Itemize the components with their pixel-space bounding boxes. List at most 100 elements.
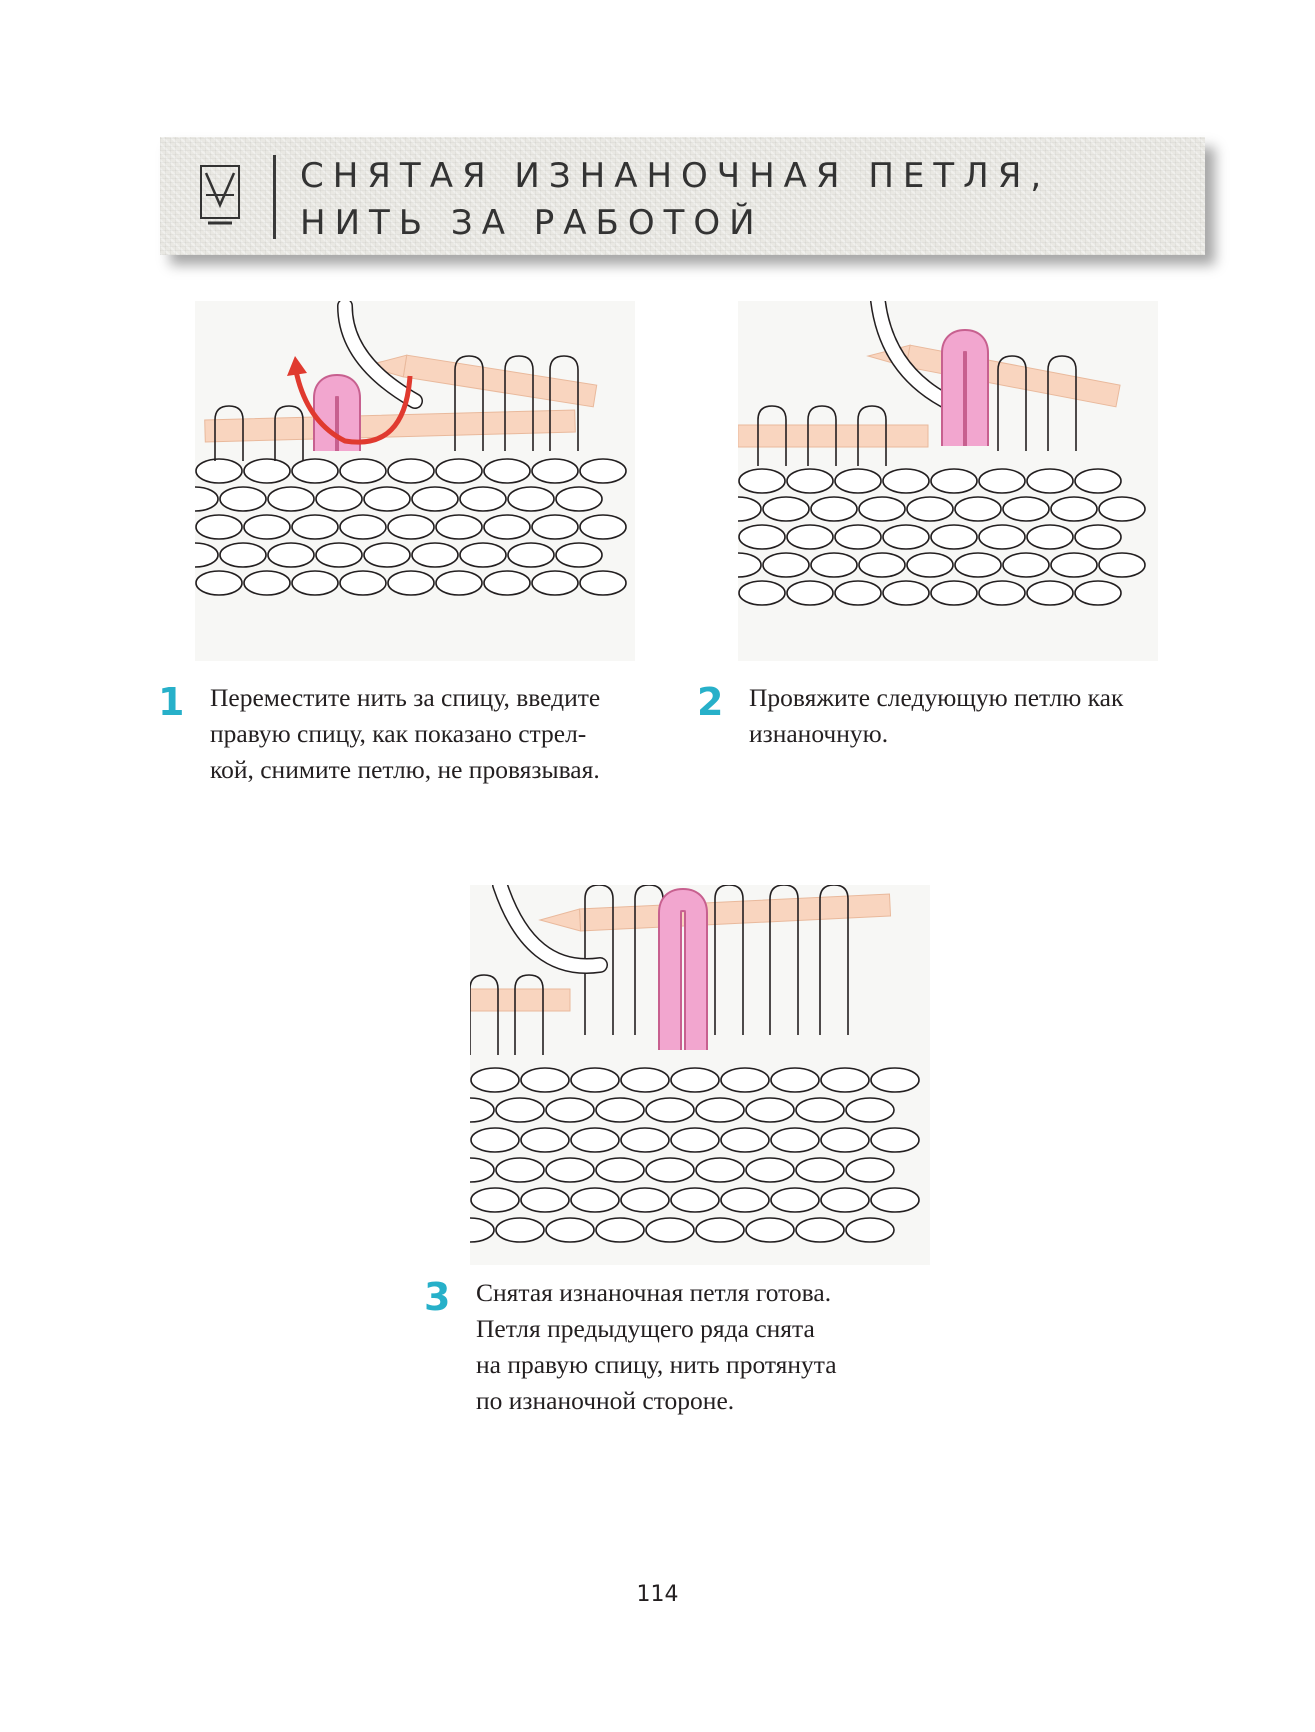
step-3-caption: 3 Снятая изнаночная петля готова. Петля … (424, 1275, 944, 1425)
purl-bump (906, 552, 954, 578)
step-line: Снятая изнаночная петля готова. (476, 1278, 832, 1307)
purl-bump (495, 1157, 545, 1183)
stitch-loop (584, 885, 614, 1035)
purl-bump (411, 486, 459, 512)
purl-bump (845, 1157, 895, 1183)
purl-bump (545, 1217, 595, 1243)
knitting-needle (738, 424, 929, 448)
step-2-caption: 2 Провяжите следующую петлю как изнаночн… (697, 680, 1197, 760)
purl-bump (795, 1157, 845, 1183)
step-3-illustration (470, 885, 930, 1265)
stitch-loop (807, 405, 837, 466)
purl-bump (195, 458, 243, 484)
purl-bump (531, 514, 579, 540)
header-divider (273, 155, 276, 239)
purl-bump (930, 468, 978, 494)
purl-bump (483, 514, 531, 540)
purl-bump (291, 514, 339, 540)
purl-bump (786, 468, 834, 494)
purl-bump (1074, 524, 1122, 550)
purl-bump (745, 1097, 795, 1123)
purl-bump (1026, 524, 1074, 550)
purl-bump (820, 1187, 870, 1213)
purl-bump (219, 486, 267, 512)
purl-bump (882, 524, 930, 550)
purl-bump (520, 1127, 570, 1153)
purl-bump (411, 542, 459, 568)
purl-bump (267, 542, 315, 568)
purl-bump (243, 514, 291, 540)
purl-bump (770, 1127, 820, 1153)
step-text: Снятая изнаночная петля готова. Петля пр… (476, 1275, 837, 1419)
purl-bump (762, 552, 810, 578)
purl-bump (363, 486, 411, 512)
purl-bump (195, 486, 219, 512)
purl-bump (520, 1187, 570, 1213)
purl-bump (243, 458, 291, 484)
step-number: 2 (697, 680, 724, 724)
arrow-path (292, 365, 413, 445)
purl-bump (291, 458, 339, 484)
knitting-needle (470, 988, 571, 1012)
purl-bump (531, 458, 579, 484)
step-1-caption: 1 Переместите нить за спицу, введите пра… (158, 680, 678, 790)
purl-bump (930, 524, 978, 550)
purl-bump (820, 1127, 870, 1153)
step-line: Переместите нить за спицу, введите (210, 683, 601, 712)
purl-bump (435, 514, 483, 540)
stitch-loop (274, 405, 304, 461)
purl-bump (670, 1127, 720, 1153)
purl-bump (745, 1217, 795, 1243)
purl-bump (906, 496, 954, 522)
purl-bump (795, 1097, 845, 1123)
purl-bump (435, 570, 483, 596)
purl-bump (219, 542, 267, 568)
stitch-loop (454, 355, 484, 451)
stitch-loop (214, 405, 244, 461)
purl-bump (834, 524, 882, 550)
purl-bump (620, 1067, 670, 1093)
step-line: правую спицу, как показано стрел- (210, 719, 587, 748)
knitting-needle (402, 354, 598, 408)
purl-bump (720, 1067, 770, 1093)
stitch-loop (714, 885, 744, 1035)
purl-bump (243, 570, 291, 596)
slip-stitch-symbol-icon (200, 165, 240, 225)
needle-tip (538, 908, 582, 932)
purl-bump (1050, 552, 1098, 578)
stitch-loop (757, 405, 787, 466)
purl-bump (882, 468, 930, 494)
working-yarn-fill (338, 301, 422, 408)
purl-bump (1074, 468, 1122, 494)
purl-bump (738, 524, 786, 550)
purl-bump (770, 1187, 820, 1213)
page-number: 114 (636, 1582, 679, 1607)
purl-bump (1098, 496, 1146, 522)
knitting-step3-icon (470, 885, 920, 1243)
purl-bump (670, 1187, 720, 1213)
stitch-loop (997, 355, 1027, 451)
purl-bump (315, 486, 363, 512)
stitch-loop (504, 355, 534, 451)
purl-bump (555, 486, 603, 512)
purl-bump (363, 542, 411, 568)
purl-bump (930, 580, 978, 606)
purl-bump (834, 580, 882, 606)
purl-bump (810, 552, 858, 578)
purl-bump (720, 1127, 770, 1153)
purl-bump (291, 570, 339, 596)
purl-bump (470, 1187, 520, 1213)
purl-bump (720, 1187, 770, 1213)
purl-bump (810, 496, 858, 522)
purl-bump (738, 552, 762, 578)
slipped-loop (315, 375, 359, 451)
title-line-2: нить за работой (300, 203, 764, 243)
purl-bump (579, 458, 627, 484)
purl-bump (738, 496, 762, 522)
step-line: кой, снимите петлю, не провязывая. (210, 755, 600, 784)
step-1-illustration (195, 301, 635, 661)
stitch-loop (634, 885, 664, 1035)
step-line: по изнаночной стороне. (476, 1386, 735, 1415)
purl-bump (695, 1217, 745, 1243)
purl-bump (770, 1067, 820, 1093)
